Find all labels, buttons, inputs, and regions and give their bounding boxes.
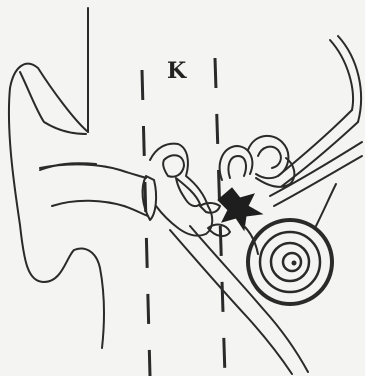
nerve-branch	[270, 142, 362, 196]
region-label-k: K	[167, 58, 187, 84]
vestibular-nerve-upper	[278, 110, 352, 176]
vestibular-nerve-lower	[282, 122, 358, 186]
cochlear-nerve	[316, 184, 336, 226]
dashed-separator-right	[215, 58, 225, 376]
semicircular-canal-anterior-inner	[228, 156, 246, 178]
incus	[176, 178, 200, 206]
vestibule-star	[218, 188, 262, 230]
outer-ear-inner-fold	[20, 72, 86, 134]
semicircular-canal-posterior-inner	[258, 147, 281, 168]
semicircular-canal-anterior	[220, 146, 253, 180]
outer-ear-pinna	[9, 64, 104, 348]
cochlea	[248, 220, 332, 304]
malleus	[163, 155, 184, 176]
ear-canal-lower-wall	[52, 201, 148, 216]
dashed-separator-left	[142, 70, 150, 376]
ear-canal-upper-wall	[40, 164, 146, 178]
